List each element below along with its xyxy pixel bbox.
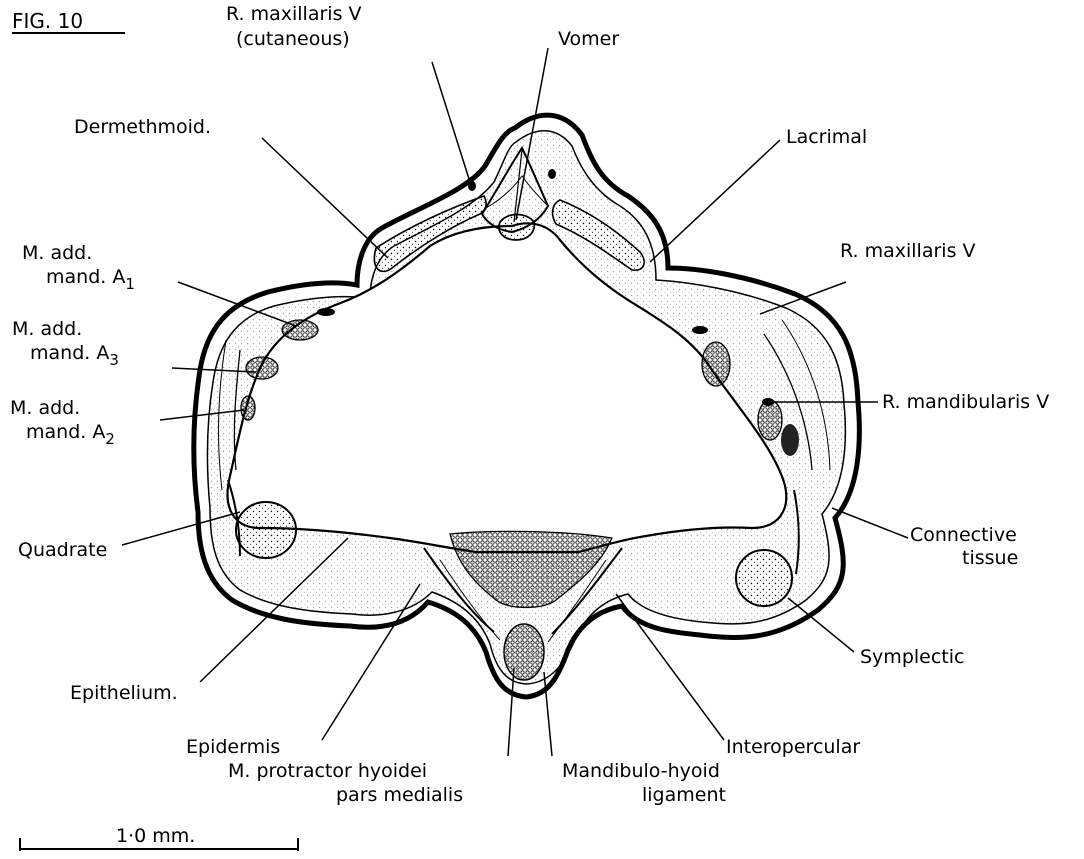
label-r-mandibularis: R. mandibularis V — [882, 391, 1049, 413]
label-m-add-a1-main: mand. A — [46, 266, 125, 288]
m-add-right-2 — [758, 400, 782, 440]
label-m-add-a3-line2: mand. A3 — [30, 342, 119, 369]
label-epithelium: Epithelium. — [70, 682, 178, 704]
label-connective-1: Connective — [910, 524, 1017, 546]
label-m-add-a1-line2: mand. A1 — [46, 266, 135, 293]
scale-bar-label: 1·0 mm. — [116, 825, 195, 847]
label-vomer: Vomer — [558, 28, 619, 50]
m-add-right-3 — [781, 424, 799, 456]
label-m-add-a1-line1: M. add. — [22, 242, 92, 264]
symplectic-bone — [736, 550, 792, 606]
leader-connective — [832, 508, 908, 538]
label-m-add-a3-line1: M. add. — [12, 318, 82, 340]
label-dermethmoid: Dermethmoid. — [74, 116, 211, 138]
label-m-add-a1-sub: 1 — [125, 275, 135, 293]
label-epidermis: Epidermis — [186, 736, 280, 758]
label-mandibulo-2: ligament — [642, 784, 726, 806]
m-add-a3-left — [246, 357, 278, 379]
m-add-a2-left — [241, 396, 255, 420]
r-maxillaris-right — [692, 326, 708, 334]
label-symplectic: Symplectic — [860, 646, 964, 668]
label-r-maxillaris: R. maxillaris V — [840, 240, 976, 262]
label-connective-2: tissue — [962, 547, 1018, 569]
label-r-maxillaris-cut-2: (cutaneous) — [236, 28, 350, 50]
nerve-dot-left — [468, 181, 476, 191]
leader-r-maxillaris-cut — [432, 62, 470, 182]
label-m-add-a2-main: mand. A — [26, 421, 105, 443]
quadrate-bone — [236, 502, 296, 558]
leader-m-protractor — [508, 668, 514, 756]
label-mandibulo-1: Mandibulo-hyoid — [562, 760, 720, 782]
label-lacrimal: Lacrimal — [786, 126, 867, 148]
r-maxillaris-left — [317, 308, 335, 316]
scale-bar: 1·0 mm. — [20, 825, 298, 851]
label-m-add-a2-line2: mand. A2 — [26, 421, 115, 448]
nerve-dot-right — [548, 169, 556, 179]
label-m-add-a2-sub: 2 — [105, 430, 115, 448]
leader-dermethmoid — [262, 138, 388, 258]
label-m-protractor-1: M. protractor hyoidei — [228, 760, 427, 782]
label-m-add-a3-sub: 3 — [109, 351, 119, 369]
label-r-maxillaris-cut-1: R. maxillaris V — [226, 3, 362, 25]
leader-lacrimal — [650, 140, 780, 262]
m-add-right-1 — [702, 342, 730, 386]
figure-label: FIG. 10 — [12, 9, 83, 33]
label-quadrate: Quadrate — [18, 539, 107, 561]
label-m-add-a3-main: mand. A — [30, 342, 109, 364]
label-m-add-a2-line1: M. add. — [10, 397, 80, 419]
label-interopercular: Interopercular — [726, 736, 860, 758]
label-m-protractor-2: pars medialis — [336, 784, 463, 806]
m-protractor-hyoidei — [504, 624, 544, 680]
